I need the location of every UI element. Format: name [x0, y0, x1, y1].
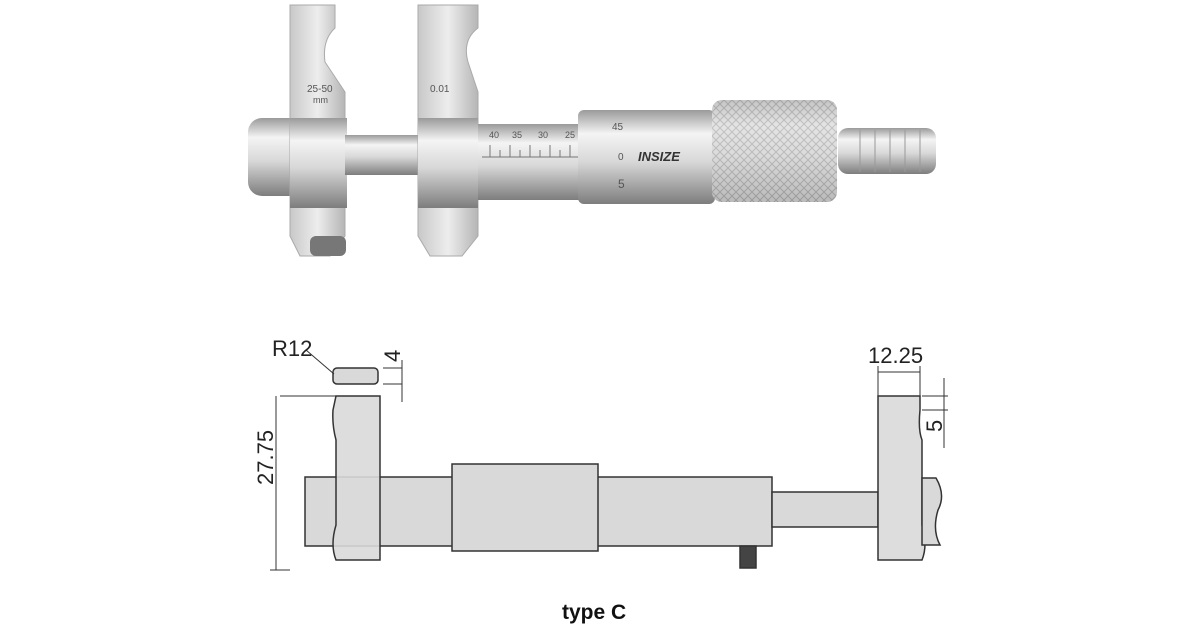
range-label: 25-50 — [307, 84, 333, 95]
dim-radius: R12 — [272, 336, 312, 361]
dim-jaw-width: 12.25 — [868, 343, 923, 368]
thimble-scale-0: 0 — [618, 152, 624, 163]
technical-drawing — [270, 349, 948, 571]
spindle-drawing — [771, 491, 879, 528]
sleeve — [478, 124, 590, 200]
thimble — [578, 110, 715, 204]
sleeve-scale-25: 25 — [565, 130, 575, 140]
thumbscrew-drawing — [739, 545, 757, 569]
right-tube-end — [921, 477, 943, 546]
dim-tip-height: 4 — [380, 350, 405, 362]
drawing-caption: type C — [562, 601, 626, 624]
r12-tip — [332, 367, 379, 385]
thumbscrew — [310, 236, 346, 256]
thimble-scale-5: 5 — [618, 177, 625, 191]
brand-logo: INSIZE — [638, 149, 680, 164]
sleeve-scale-35: 35 — [512, 130, 522, 140]
spindle — [345, 135, 420, 175]
dim-jaw-notch: 5 — [922, 420, 947, 432]
resolution-label: 0.01 — [430, 84, 450, 95]
unit-label: mm — [313, 95, 328, 105]
center-block — [451, 463, 599, 552]
dim-jaw-height: 27.75 — [253, 430, 278, 485]
sleeve-scale-40: 40 — [489, 130, 499, 140]
sleeve-scale-30: 30 — [538, 130, 548, 140]
ratchet-stop — [838, 128, 936, 174]
thimble-scale-45: 45 — [612, 122, 624, 133]
left-jaw-drawing — [332, 395, 381, 561]
right-jaw-drawing — [877, 395, 926, 561]
micrometer-photo: 25-50 mm 0.01 40 35 30 25 45 0 5 INSIZE — [248, 4, 936, 257]
